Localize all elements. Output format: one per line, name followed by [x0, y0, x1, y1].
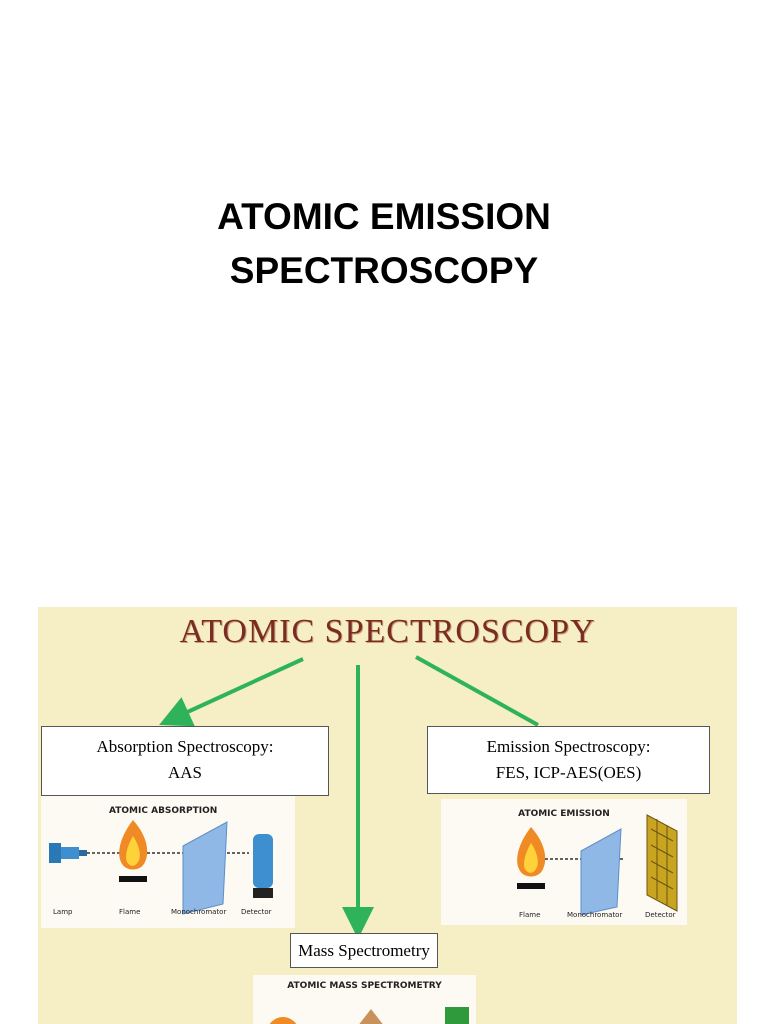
- emission-box-heading: Emission Spectroscopy:: [486, 737, 651, 756]
- label-flame-abs: Flame: [119, 908, 141, 916]
- arrow-to-emission: [415, 655, 539, 727]
- absorption-box-heading: Absorption Spectroscopy:: [96, 737, 274, 756]
- flame-icon: [119, 820, 148, 882]
- slide-title-line2: SPECTROSCOPY: [229, 250, 539, 291]
- atomic-absorption-title: ATOMIC ABSORPTION: [109, 806, 218, 816]
- detector-icon: [253, 834, 273, 898]
- mass-schematic: [269, 1007, 469, 1024]
- ion-source-icon: [269, 1017, 297, 1024]
- label-flame-emi: Flame: [519, 911, 541, 919]
- atomic-absorption-panel: ATOMIC ABSORPTION Lamp: [41, 796, 295, 928]
- emission-box: Emission Spectroscopy: FES, ICP-AES(OES): [427, 726, 710, 794]
- label-lamp: Lamp: [53, 908, 73, 916]
- mass-box: Mass Spectrometry: [290, 933, 438, 968]
- flame-icon: [517, 827, 546, 889]
- label-monochromator-emi: Monochromator: [567, 911, 623, 919]
- monochromator-prism-icon: [580, 828, 622, 916]
- emission-schematic: [517, 814, 678, 916]
- atomic-mass-title: ATOMIC MASS SPECTROMETRY: [287, 981, 442, 991]
- lamp-icon: [49, 843, 87, 863]
- figure-title: ATOMIC SPECTROSCOPY: [179, 613, 596, 650]
- label-monochromator-abs: Monochromator: [171, 908, 227, 916]
- slide-title: ATOMIC EMISSION SPECTROSCOPY: [0, 190, 768, 298]
- atomic-emission-title: ATOMIC EMISSION: [518, 809, 610, 819]
- emission-box-methods: FES, ICP-AES(OES): [495, 763, 642, 782]
- atomic-emission-panel: ATOMIC EMISSION Flame Monochromator Dete…: [441, 799, 687, 925]
- detector-block-icon: [445, 1007, 469, 1024]
- mass-analyzer-icon: [359, 1009, 383, 1024]
- atomic-spectroscopy-figure: ATOMIC SPECTROSCOPY Absorption Spectrosc…: [38, 607, 737, 1024]
- connector-arrows: [159, 655, 539, 939]
- absorption-box-methods: AAS: [167, 763, 202, 782]
- monochromator-prism-icon: [182, 821, 228, 915]
- label-detector-emi: Detector: [645, 911, 676, 919]
- slide-title-line1: ATOMIC EMISSION: [217, 196, 551, 237]
- label-detector-abs: Detector: [241, 908, 272, 916]
- absorption-schematic: [49, 820, 273, 915]
- absorption-box: Absorption Spectroscopy: AAS: [41, 726, 329, 796]
- atomic-mass-panel: ATOMIC MASS SPECTROMETRY: [253, 975, 476, 1024]
- arrow-to-absorption: [159, 657, 304, 727]
- detector-grid-icon: [646, 814, 678, 912]
- mass-box-heading: Mass Spectrometry: [298, 941, 430, 960]
